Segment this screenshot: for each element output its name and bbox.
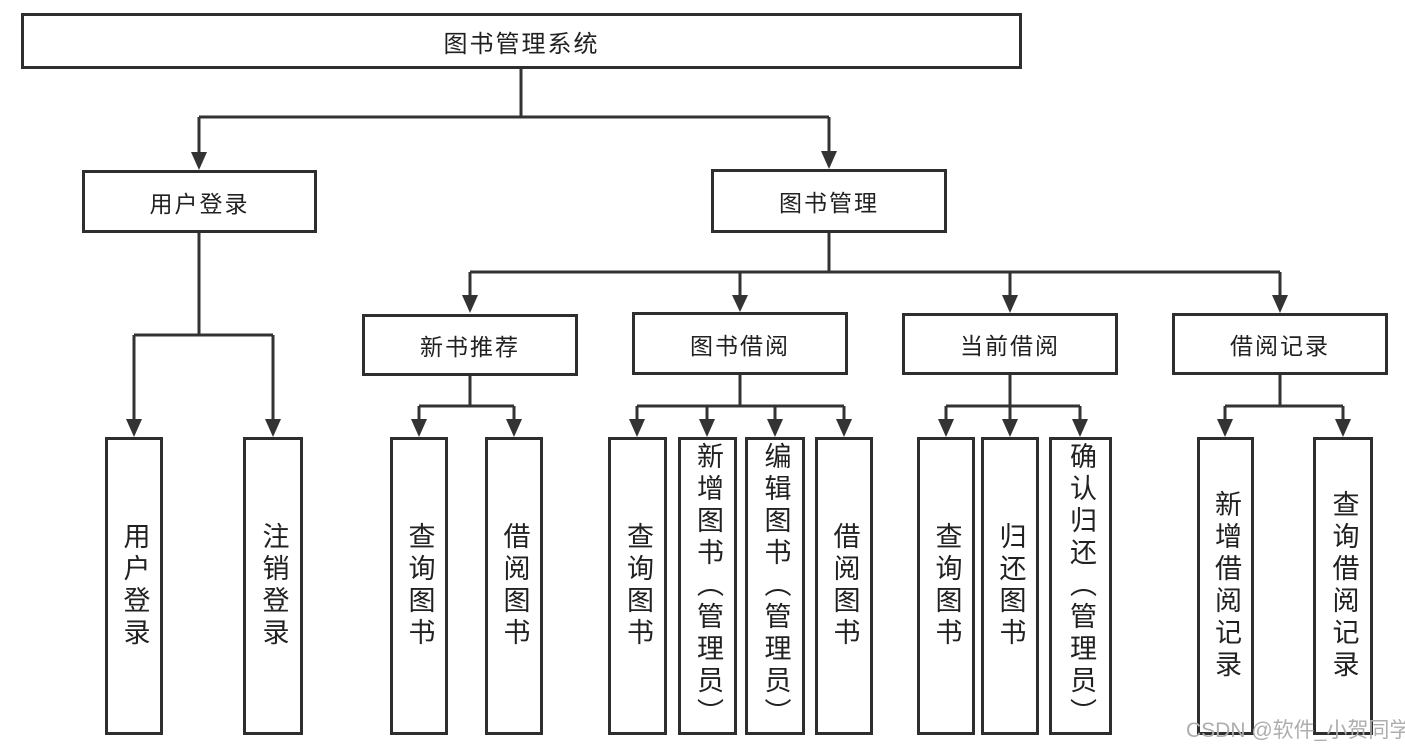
watermark-text: CSDN @软件_小贺同学 [1186, 719, 1405, 742]
node-root-book-management-system: 图书管理系统 [21, 13, 1022, 69]
node-new-book-recommendation: 新书推荐 [362, 314, 578, 376]
connector-recommend-to-leaves [411, 376, 522, 437]
connector-user-login-to-leaves [126, 233, 281, 437]
connector-current-to-leaves [938, 375, 1088, 437]
leaf-query-books-current: 查询图书 [917, 437, 975, 735]
connector-records-to-leaves [1217, 375, 1351, 437]
leaf-add-books-admin: 新增图书（管理员） [678, 437, 737, 735]
leaf-add-borrow-record: 新增借阅记录 [1197, 437, 1254, 735]
node-book-management: 图书管理 [711, 169, 947, 233]
leaf-return-books: 归还图书 [981, 437, 1039, 735]
connector-borrowing-to-leaves [629, 375, 852, 437]
leaf-edit-books-admin: 编辑图书（管理员） [745, 437, 805, 735]
leaf-user-login: 用户登录 [105, 437, 163, 735]
connector-root-to-level2 [191, 68, 837, 170]
node-book-borrowing: 图书借阅 [632, 312, 848, 375]
connector-book-management-to-level3 [462, 233, 1288, 313]
leaf-borrow-books-borrowing: 借阅图书 [815, 437, 873, 735]
leaf-query-books-recommend: 查询图书 [390, 437, 448, 735]
leaf-query-books-borrowing: 查询图书 [608, 437, 667, 735]
node-current-borrowing: 当前借阅 [902, 313, 1118, 375]
leaf-borrow-books-recommend: 借阅图书 [485, 437, 543, 735]
node-user-login: 用户登录 [82, 170, 317, 233]
node-borrow-records: 借阅记录 [1172, 313, 1388, 375]
leaf-query-borrow-record: 查询借阅记录 [1313, 437, 1373, 735]
leaf-logout-login: 注销登录 [243, 437, 303, 735]
leaf-confirm-return-admin: 确认归还（管理员） [1049, 437, 1112, 735]
